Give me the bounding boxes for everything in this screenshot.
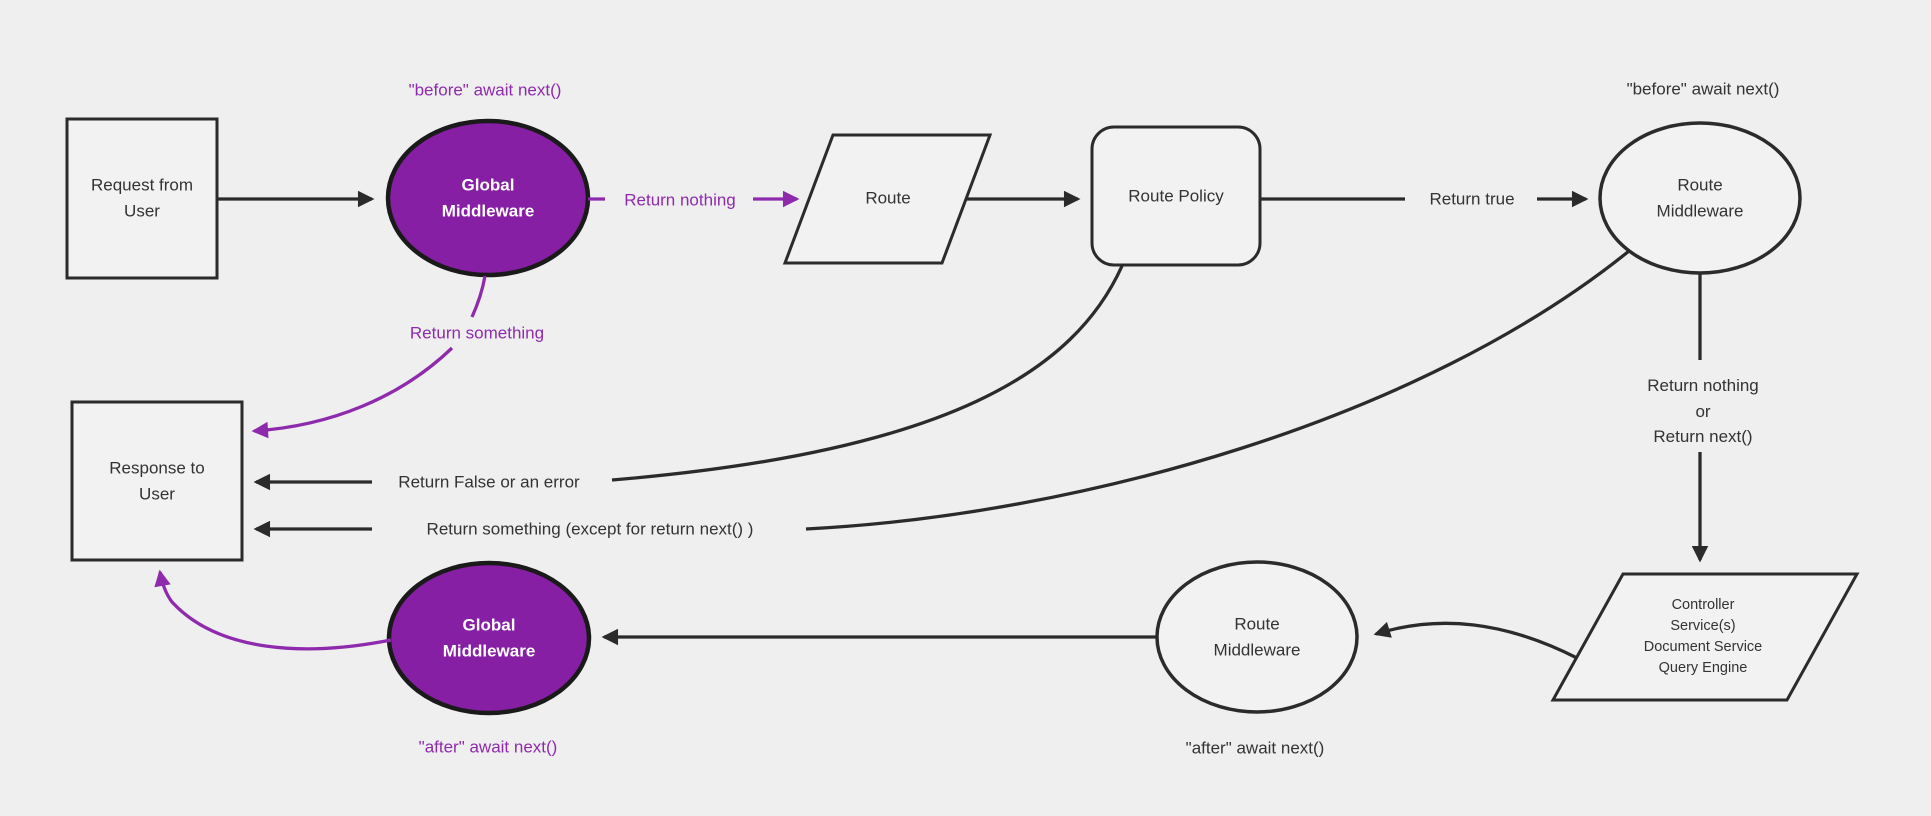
label-return-nothing: Return nothing <box>624 190 736 210</box>
response-node-shape <box>70 400 244 562</box>
route-policy-shape <box>1090 125 1262 267</box>
label-before-await-next-global: "before" await next() <box>408 80 562 100</box>
label-after-await-next-route: "after" await next() <box>1185 738 1325 758</box>
controller-node-label: Controller Service(s) Document Service Q… <box>1643 596 1763 677</box>
route-node-label: Route <box>865 188 911 208</box>
label-return-true: Return true <box>1429 189 1515 209</box>
global-middleware-bottom-shape <box>386 560 592 716</box>
request-node-shape <box>65 117 219 280</box>
edge-route-middleware-to-return-something-label <box>805 249 1631 531</box>
label-after-await-next-global: "after" await next() <box>418 737 558 757</box>
edge-global-middleware-bottom-to-response <box>154 569 392 651</box>
label-return-false-or-error: Return False or an error <box>398 472 580 492</box>
edge-global-middleware-to-return-something-label <box>470 275 487 318</box>
edge-route-policy-to-return-false-label <box>611 265 1124 482</box>
request-node-label: Request from User <box>90 175 194 221</box>
edge-return-something-label-to-response-purple <box>251 346 454 439</box>
label-return-something: Return something <box>409 323 545 343</box>
route-policy-label: Route Policy <box>1128 186 1224 206</box>
global-middleware-bottom-label: Global Middleware <box>442 615 536 661</box>
response-node-label: Response to User <box>109 458 205 504</box>
label-before-await-next-route: "before" await next() <box>1626 79 1780 99</box>
label-return-nothing-or-next: Return nothing or Return next() <box>1647 375 1759 446</box>
label-return-something-except: Return something (except for return next… <box>426 519 754 539</box>
global-middleware-top-label: Global Middleware <box>441 175 535 221</box>
route-middleware-bottom-label: Route Middleware <box>1213 614 1301 660</box>
edge-controller-to-route-middleware-bottom <box>1373 621 1578 660</box>
route-middleware-top-label: Route Middleware <box>1656 175 1744 221</box>
route-node-shape <box>782 133 993 265</box>
